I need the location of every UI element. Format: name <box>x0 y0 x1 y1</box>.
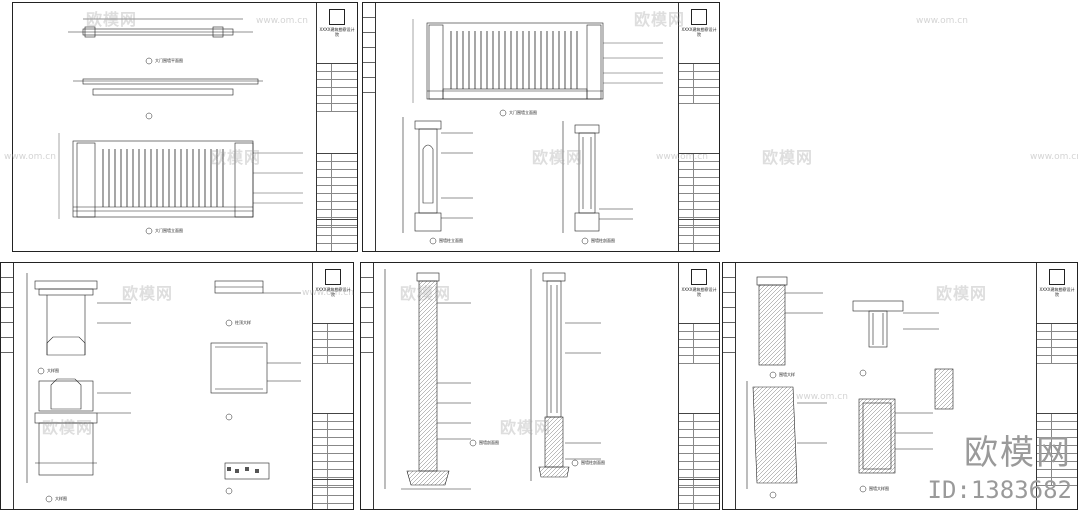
wall-sections <box>384 269 601 490</box>
left-strip <box>363 3 376 251</box>
title-block-table <box>679 413 719 486</box>
drawing-label: 大门围墙立面图 <box>155 228 183 233</box>
drawing-label: 大门围墙立面图 <box>509 110 537 115</box>
title-block-table <box>679 479 719 509</box>
drawing-label: 柱顶大样 <box>235 320 251 325</box>
drawing-sheet-4: XXXX建筑勘察设计院 <box>360 262 720 510</box>
drawing-label: 围墙剖面图 <box>479 440 499 445</box>
title-block-table <box>679 323 719 364</box>
company-name: XXXX建筑勘察设计院 <box>319 27 355 37</box>
drawing-sheet-2: XXXX建筑勘察设计院 <box>362 2 720 252</box>
title-block-table <box>317 153 357 226</box>
left-strip <box>723 263 736 509</box>
watermark-logo: 欧模网 <box>964 433 1072 473</box>
wall-details <box>746 276 954 499</box>
title-block-table <box>679 153 719 226</box>
title-block-table <box>317 63 357 112</box>
company-name: XXXX建筑勘察设计院 <box>315 287 351 297</box>
company-name: XXXX建筑勘察设计院 <box>1039 287 1075 297</box>
watermark-brand: 欧模网 <box>762 148 814 167</box>
title-block-table <box>679 219 719 251</box>
title-block-table <box>679 63 719 104</box>
company-name: XXXX建筑勘察设计院 <box>681 287 717 297</box>
title-block-table <box>317 219 357 251</box>
title-block-table <box>313 413 353 486</box>
title-block: XXXX建筑勘察设计院 <box>678 263 719 509</box>
title-block: XXXX建筑勘察设计院 <box>316 3 357 251</box>
watermark-url: www.om.cn <box>796 392 848 402</box>
title-block-table <box>313 479 353 509</box>
drawing-label: 围墙柱剖面图 <box>591 238 615 243</box>
logo-box <box>325 269 341 285</box>
watermark-url: www.om.cn <box>916 16 968 26</box>
logo-box <box>691 269 707 285</box>
drawing-sheet-5: XXXX建筑勘察设计院 <box>722 262 1078 510</box>
detail-drawings <box>26 273 301 503</box>
logo-box <box>1049 269 1065 285</box>
watermark-url: www.om.cn <box>1030 152 1078 162</box>
drawing-label: 围墙柱剖面图 <box>581 460 605 465</box>
company-name: XXXX建筑勘察设计院 <box>681 27 717 37</box>
watermark-url: www.om.cn <box>4 152 56 162</box>
title-block-table <box>1037 413 1077 486</box>
title-block: XXXX建筑勘察设计院 <box>1036 263 1077 509</box>
watermark-id: ID:1383682 <box>927 476 1073 504</box>
drawing-label: 大门围墙平面图 <box>155 58 183 63</box>
left-strip <box>361 263 374 509</box>
watermark-url: www.om.cn <box>302 288 354 298</box>
drawing-sheet-1: XXXX建筑勘察设计院 <box>12 2 358 252</box>
gate-elevation-and-column <box>402 19 663 245</box>
title-block-table <box>313 323 353 364</box>
title-block: XXXX建筑勘察设计院 <box>312 263 353 509</box>
drawing-label: 围墙柱立面图 <box>439 238 463 243</box>
left-strip <box>1 263 14 509</box>
title-block: XXXX建筑勘察设计院 <box>678 3 719 251</box>
title-block-table <box>1037 323 1077 364</box>
logo-box <box>329 9 345 25</box>
watermark-url: www.om.cn <box>656 152 708 162</box>
drawing-label: 围墙大样图 <box>869 486 889 491</box>
drawing-label: 围墙大样 <box>779 372 795 377</box>
drawing-label: 大样图 <box>47 368 59 373</box>
logo-box <box>691 9 707 25</box>
watermark-url: www.om.cn <box>256 16 308 26</box>
drawing-sheet-3: XXXX建筑勘察设计院 <box>0 262 354 510</box>
wall-plan-and-elevation <box>58 18 303 235</box>
drawing-label: 大样图 <box>55 496 67 501</box>
